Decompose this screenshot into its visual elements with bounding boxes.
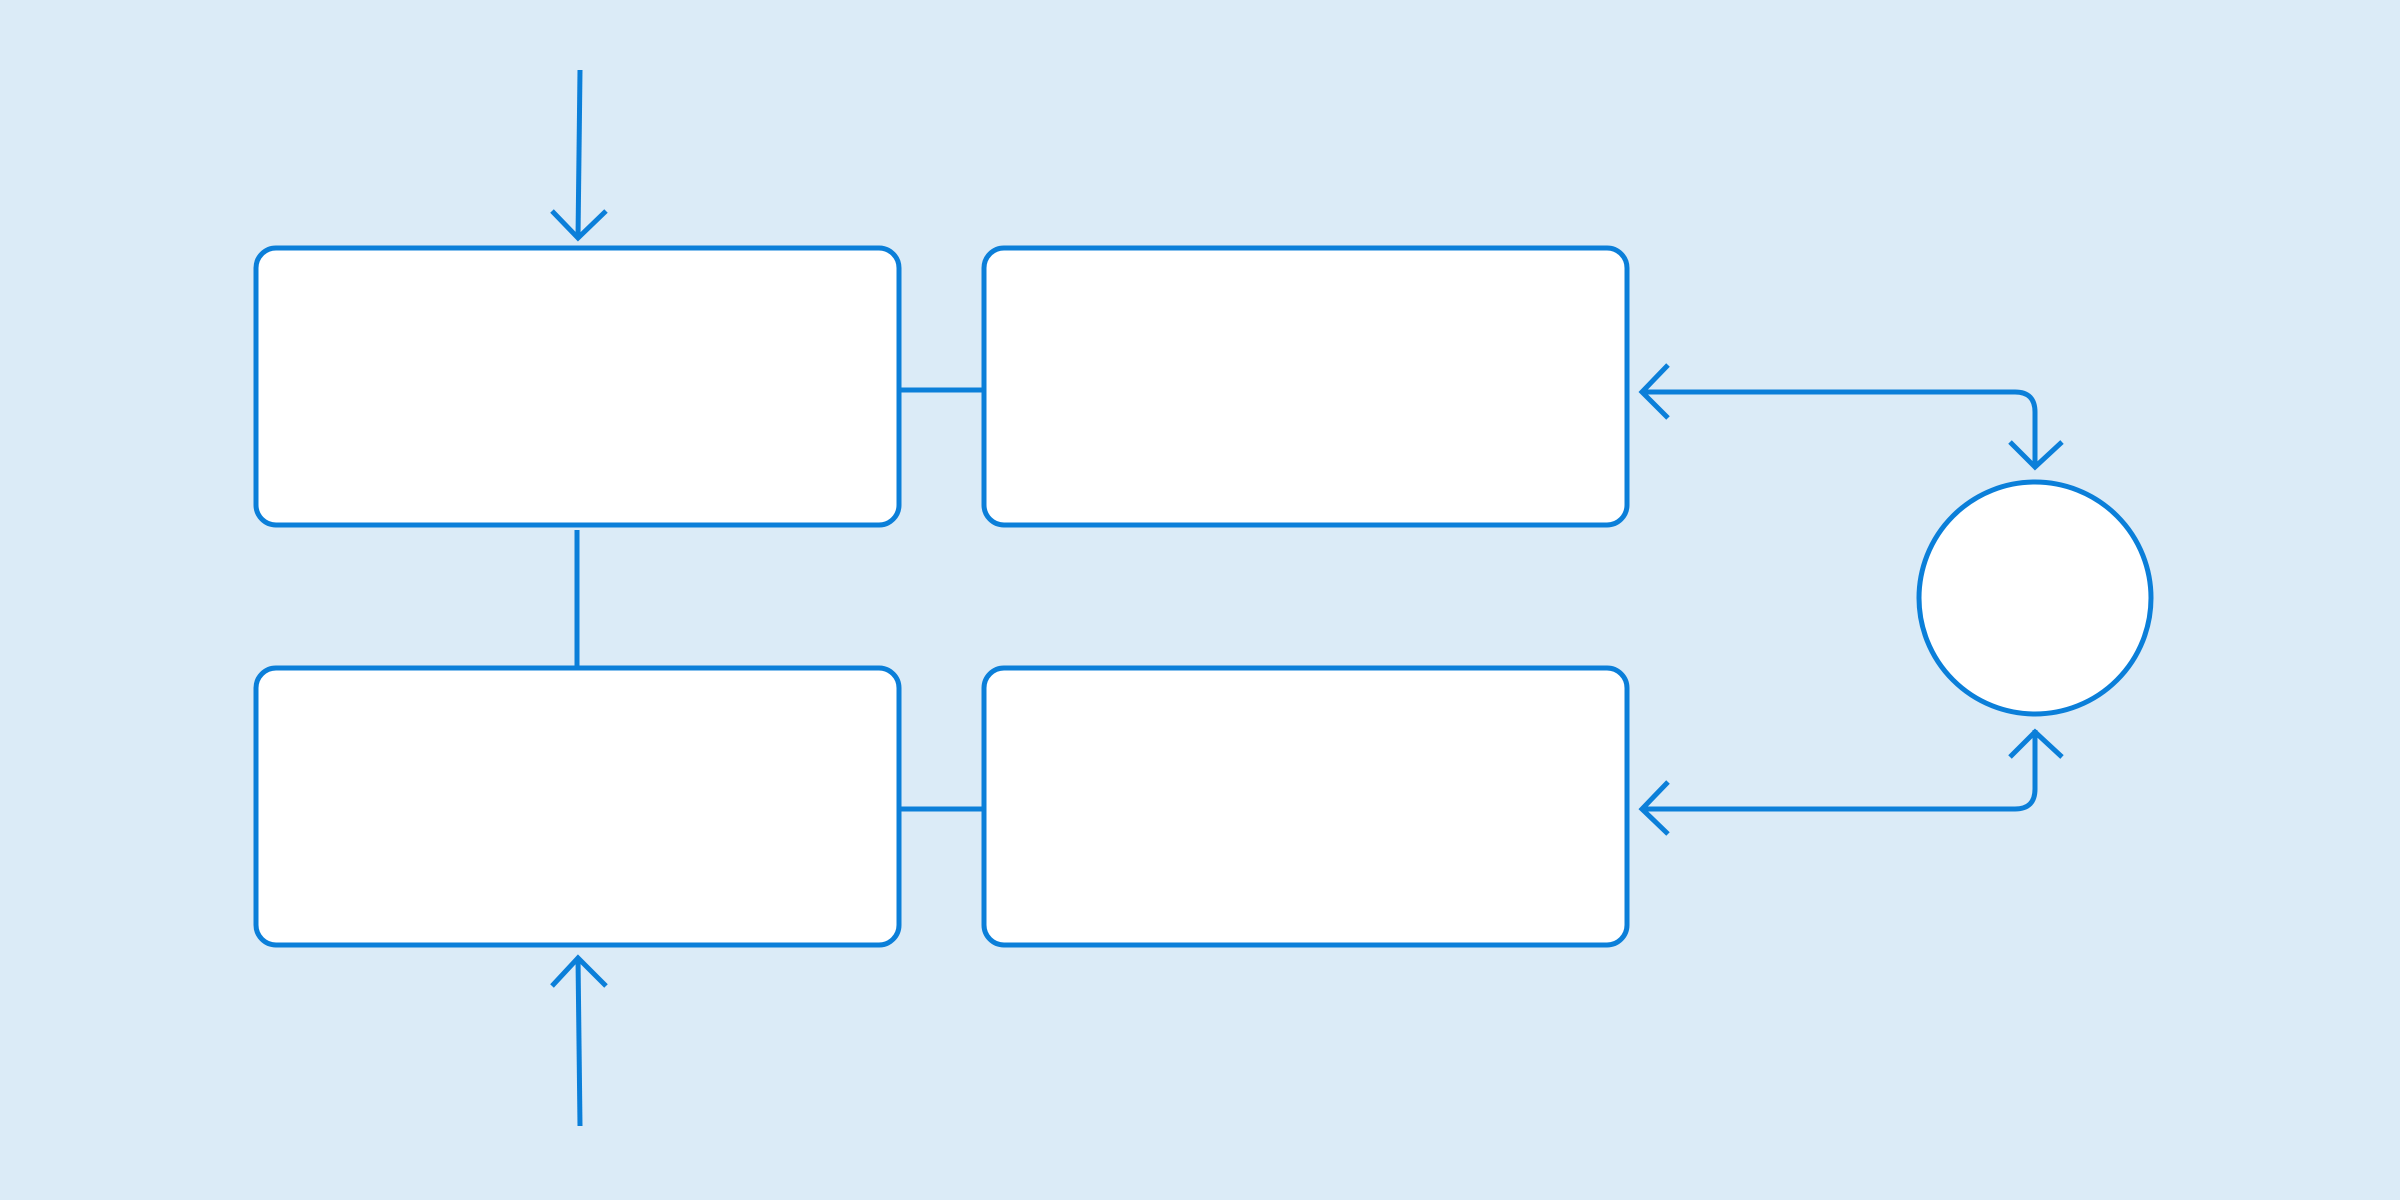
box-bottom-left[interactable] <box>253 665 902 948</box>
box-top-right[interactable] <box>981 245 1630 528</box>
box-bottom-right[interactable] <box>981 665 1630 948</box>
box-top-left[interactable] <box>253 245 902 528</box>
arrow-circle-to-top-right <box>1638 363 2064 471</box>
arrow-into-bottom-left <box>550 954 608 1127</box>
circle-right[interactable] <box>1916 479 2154 717</box>
arrow-into-top-left <box>550 69 608 242</box>
arrow-circle-to-bottom-right <box>1638 728 2064 836</box>
